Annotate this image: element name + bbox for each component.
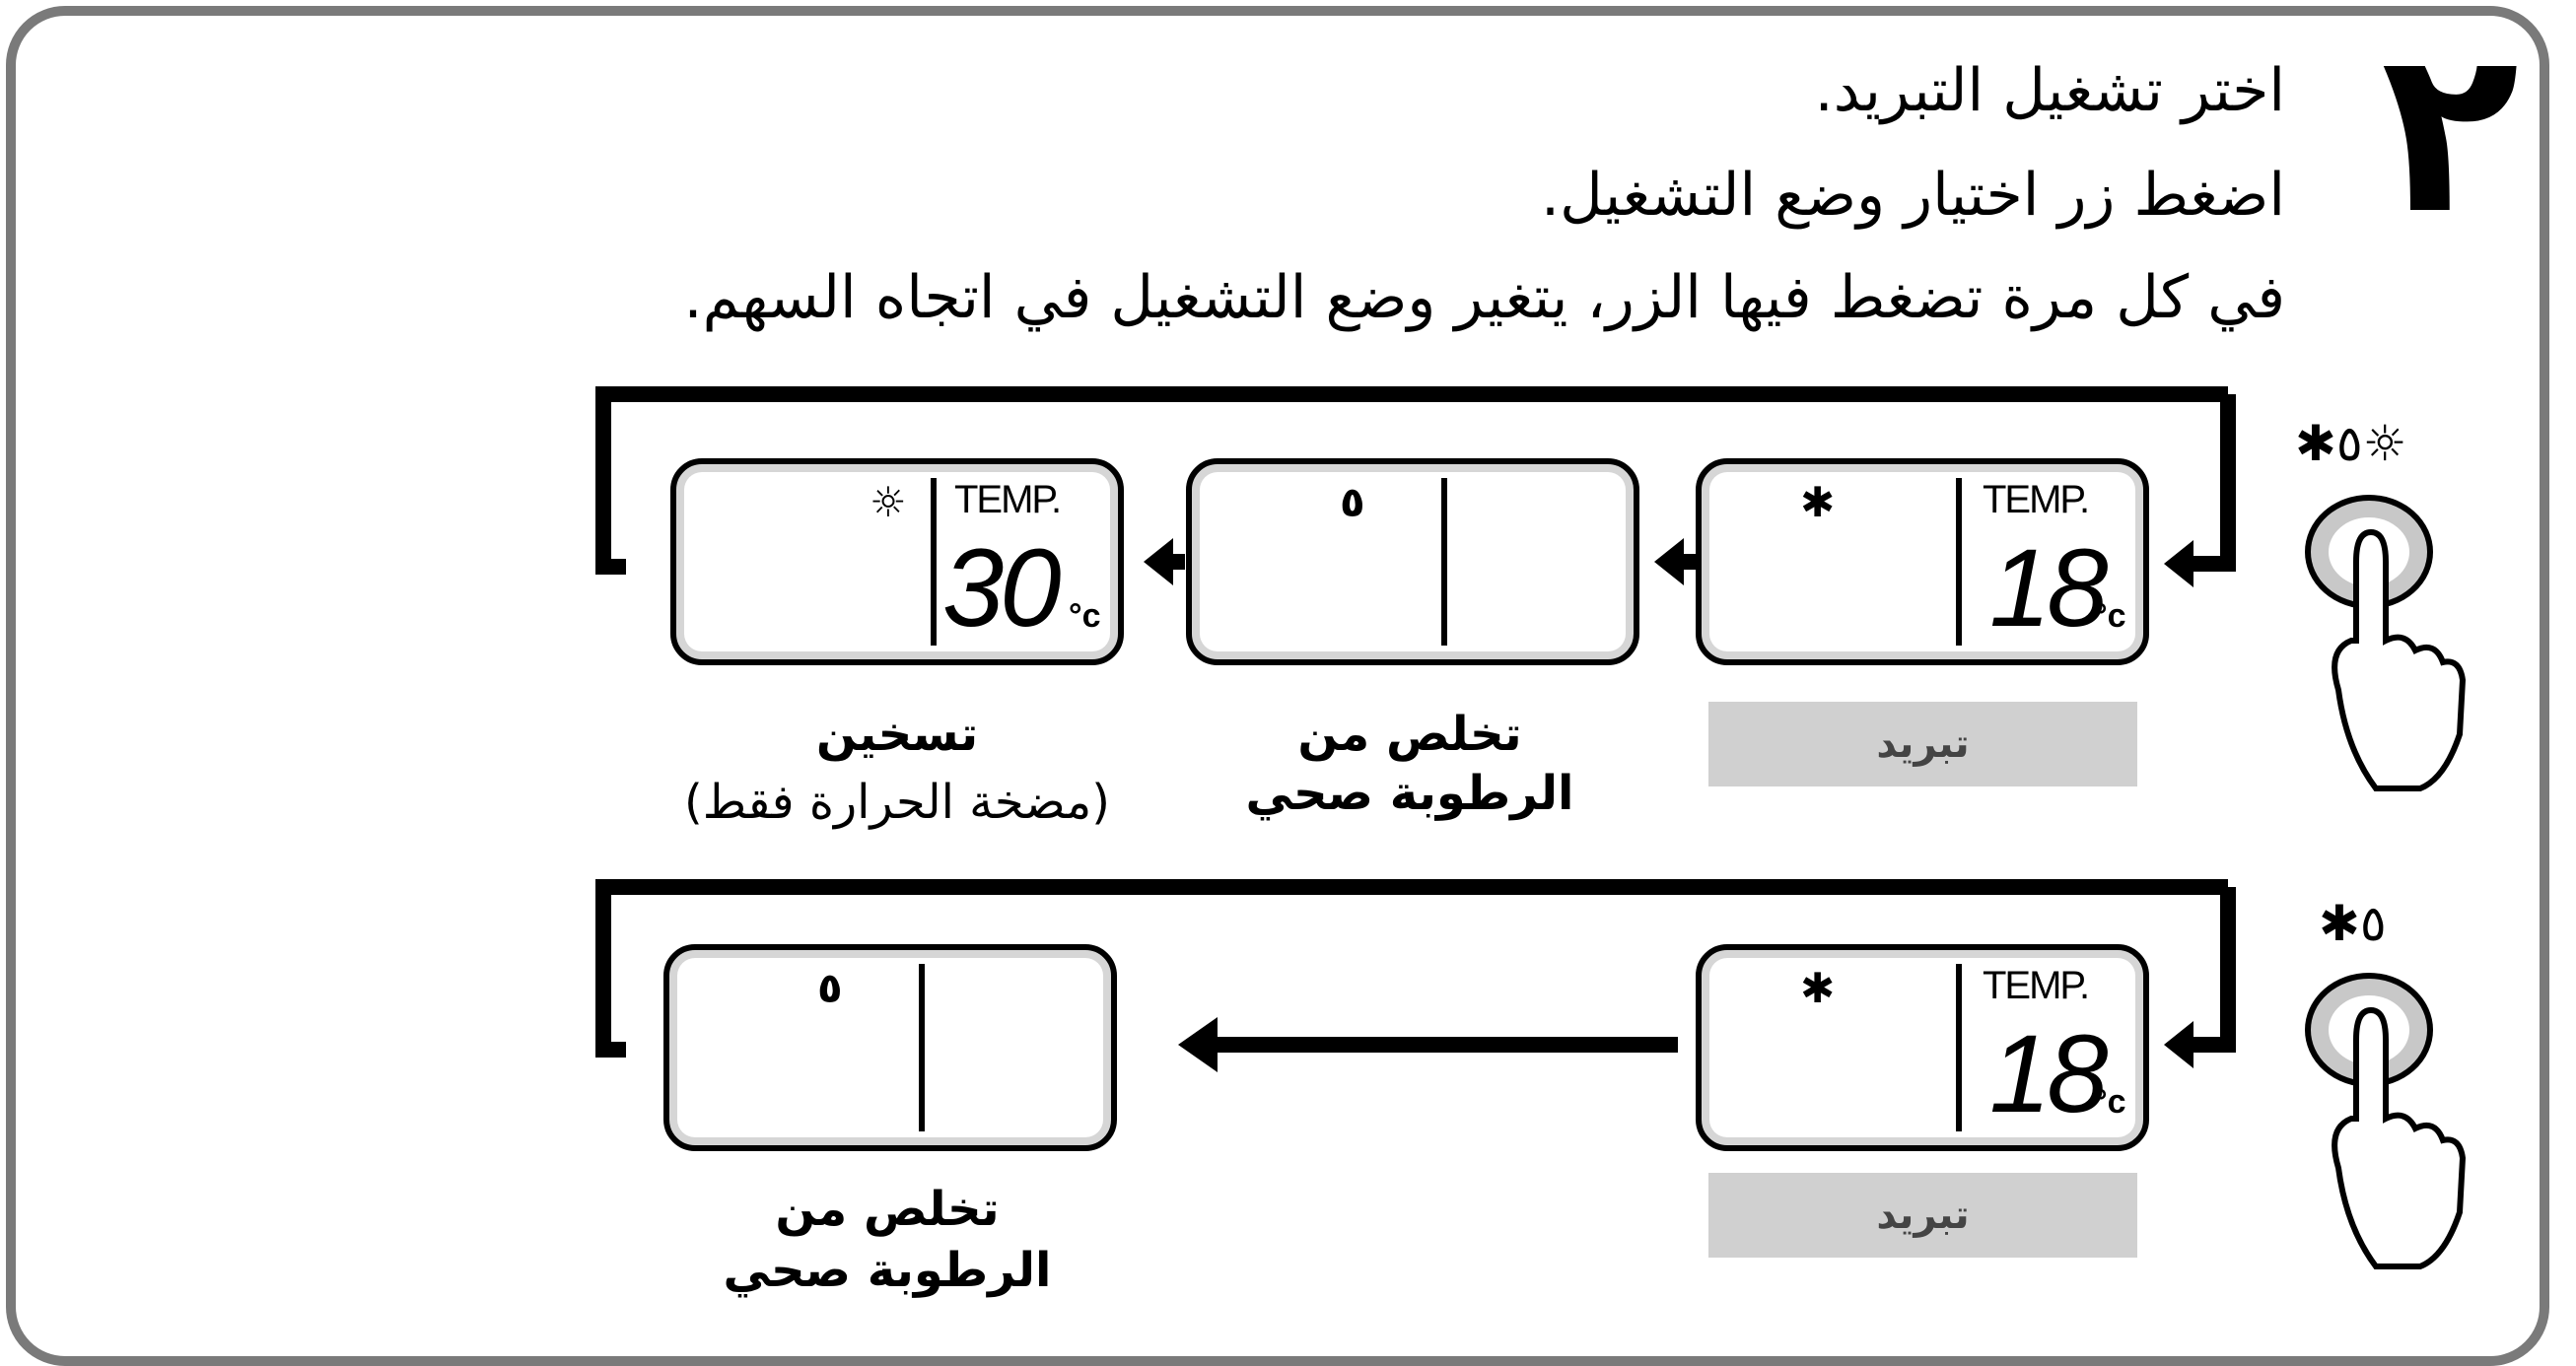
instruction-line-1: اختر تشغيل التبريد. — [1814, 56, 2285, 125]
temperature-value: 30 — [942, 526, 1062, 649]
instruction-line-2: اضغط زر اختيار وضع التشغيل. — [1541, 161, 2285, 230]
mode-label-dry-1b: الرطوبة صحي — [1245, 766, 1574, 821]
step-number: ٢ — [2381, 1, 2520, 264]
cycle2-arrowhead-cool — [2164, 1021, 2193, 1068]
hand-press-icon-1 — [2305, 495, 2467, 791]
panel-divider — [1956, 964, 1962, 1131]
mode-label-dry-2b: الرطوبة صحي — [723, 1243, 1052, 1298]
temperature-value: 18 — [1989, 1012, 2109, 1135]
drop-icon: ٥ — [1340, 478, 1365, 526]
mode-symbols-1: ✱٥☼ — [2295, 415, 2407, 472]
instruction-line-3: في كل مرة تضغط فيها الزر، يتغير وضع التش… — [683, 263, 2285, 332]
sun-icon: ☼ — [870, 478, 907, 526]
panel-divider — [1956, 478, 1962, 646]
temperature-unit: °c — [2094, 1083, 2126, 1121]
cycle1-arrowhead-cool — [2164, 540, 2193, 587]
temp-label: TEMP. — [954, 478, 1062, 521]
drop-icon: ٥ — [817, 964, 843, 1012]
mode-label-cool-2: تبريد — [1708, 1173, 2137, 1258]
panel-divider — [931, 478, 937, 646]
panel-divider — [919, 964, 925, 1131]
mode-label-dry-1a: تخلص من — [1297, 707, 1522, 762]
cycle2-arrowhead-long — [1178, 1017, 1218, 1072]
mode-label-cool-1: تبريد — [1708, 702, 2137, 786]
temp-label: TEMP. — [1983, 964, 2090, 1007]
cycle1-arrowhead-dry-heat — [1144, 538, 1173, 585]
temperature-value: 18 — [1989, 526, 2109, 649]
snowflake-icon: ✱ — [1800, 964, 1836, 1012]
hand-press-icon-2 — [2305, 973, 2467, 1269]
temp-label: TEMP. — [1983, 478, 2090, 521]
panel-divider — [1441, 478, 1447, 646]
display-panel-cool-1: ✱ TEMP. 18 °c — [1696, 458, 2149, 665]
temperature-unit: °c — [2094, 597, 2126, 635]
mode-label-dry-2a: تخلص من — [775, 1182, 1000, 1237]
mode-symbols-2: ✱٥ — [2319, 895, 2387, 952]
display-panel-heat-1: ☼ TEMP. 30 °c — [670, 458, 1124, 665]
cycle1-arrowhead-cool-dry — [1654, 538, 1684, 585]
mode-label-heat-1b: (مضخة الحرارة فقط) — [684, 775, 1110, 830]
temperature-unit: °c — [1069, 597, 1101, 635]
display-panel-cool-2: ✱ TEMP. 18 °c — [1696, 944, 2149, 1151]
snowflake-icon: ✱ — [1800, 478, 1836, 526]
mode-label-heat-1a: تسخين — [815, 707, 979, 762]
display-panel-dry-2: ٥ — [663, 944, 1117, 1151]
display-panel-dry-1: ٥ — [1186, 458, 1639, 665]
